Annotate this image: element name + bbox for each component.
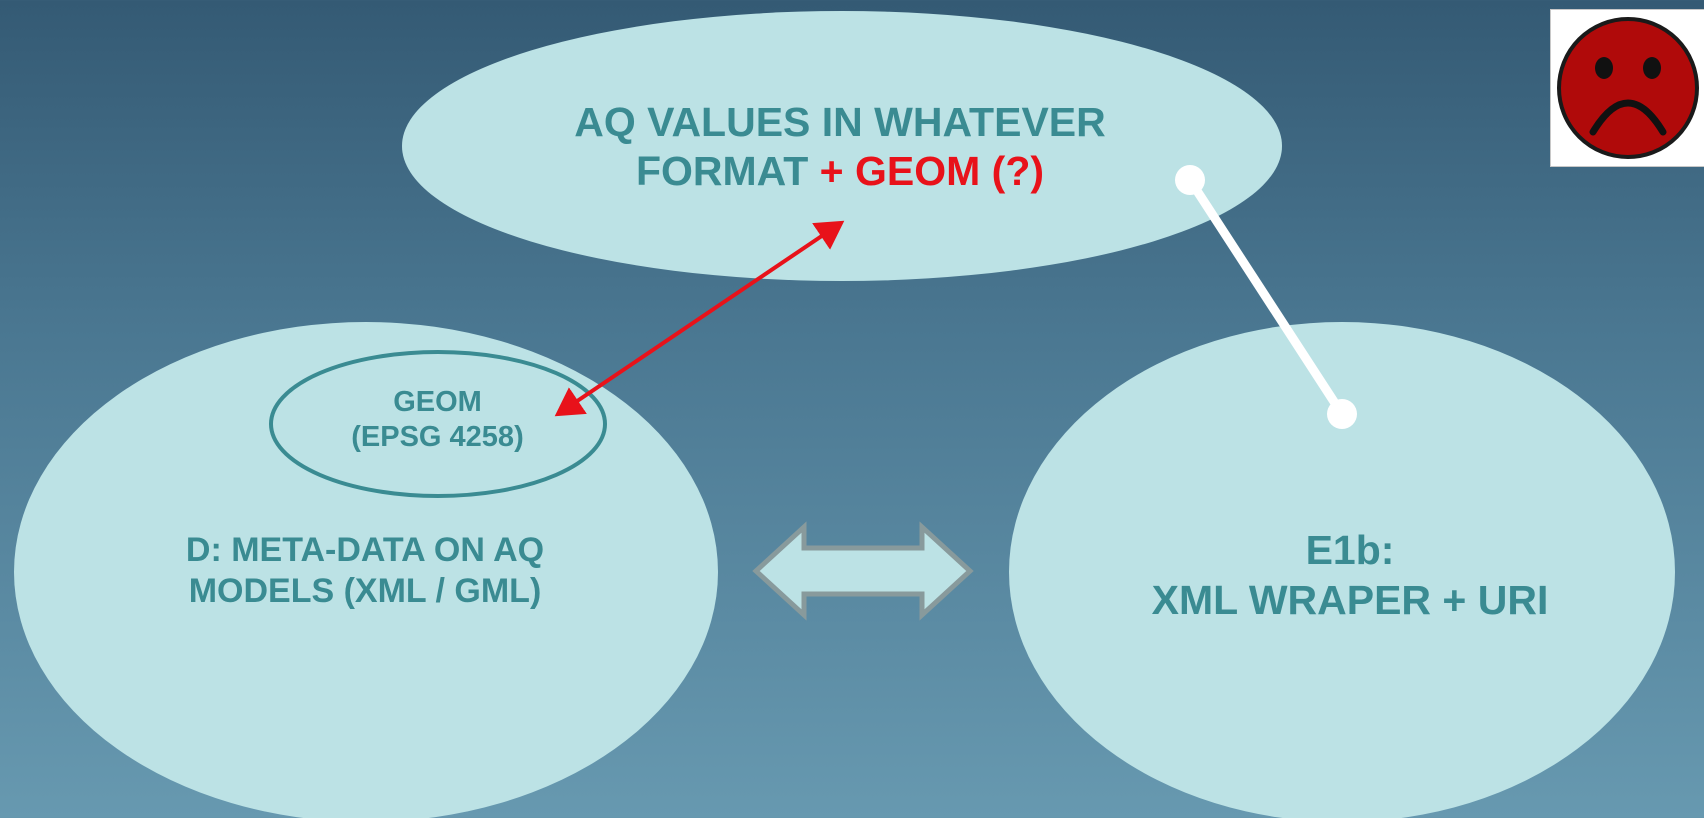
geom-ellipse (269, 350, 607, 498)
e-ellipse (1009, 322, 1675, 818)
e-node-line1: E1b: (1305, 527, 1395, 573)
double-arrow-icon (752, 521, 974, 621)
d-node-label: D: META-DATA ON AQ MODELS (XML / GML) (110, 530, 620, 612)
d-ellipse (14, 322, 718, 818)
connector-dot-top (1175, 165, 1205, 195)
geom-node-line2: (EPSG 4258) (351, 420, 524, 453)
top-node-label: AQ VALUES IN WHATEVER FORMAT + GEOM (?) (440, 98, 1240, 196)
sad-face-icon (1557, 17, 1699, 159)
top-node-geom-highlight: + GEOM (?) (819, 148, 1045, 195)
white-connector (1175, 165, 1357, 429)
top-ellipse (402, 11, 1282, 281)
geom-node-line1: GEOM (393, 386, 482, 418)
e-node-label: E1b: XML WRAPER + URI (1070, 525, 1630, 625)
d-node-line2: MODELS (XML / GML) (188, 571, 542, 610)
top-node-line2: FORMAT + GEOM (?) (440, 147, 1240, 196)
d-node-line1: D: META-DATA ON AQ (185, 531, 545, 569)
top-node-line2-text: FORMAT (635, 148, 820, 195)
connector-dot-bottom (1327, 399, 1357, 429)
e-node-line2: XML WRAPER + URI (1151, 577, 1549, 624)
geom-node-label: GEOM (EPSG 4258) (290, 385, 585, 455)
red-link-arrow (554, 220, 845, 417)
sad-face-box (1550, 9, 1704, 167)
top-node-line1: AQ VALUES IN WHATEVER (574, 99, 1106, 145)
